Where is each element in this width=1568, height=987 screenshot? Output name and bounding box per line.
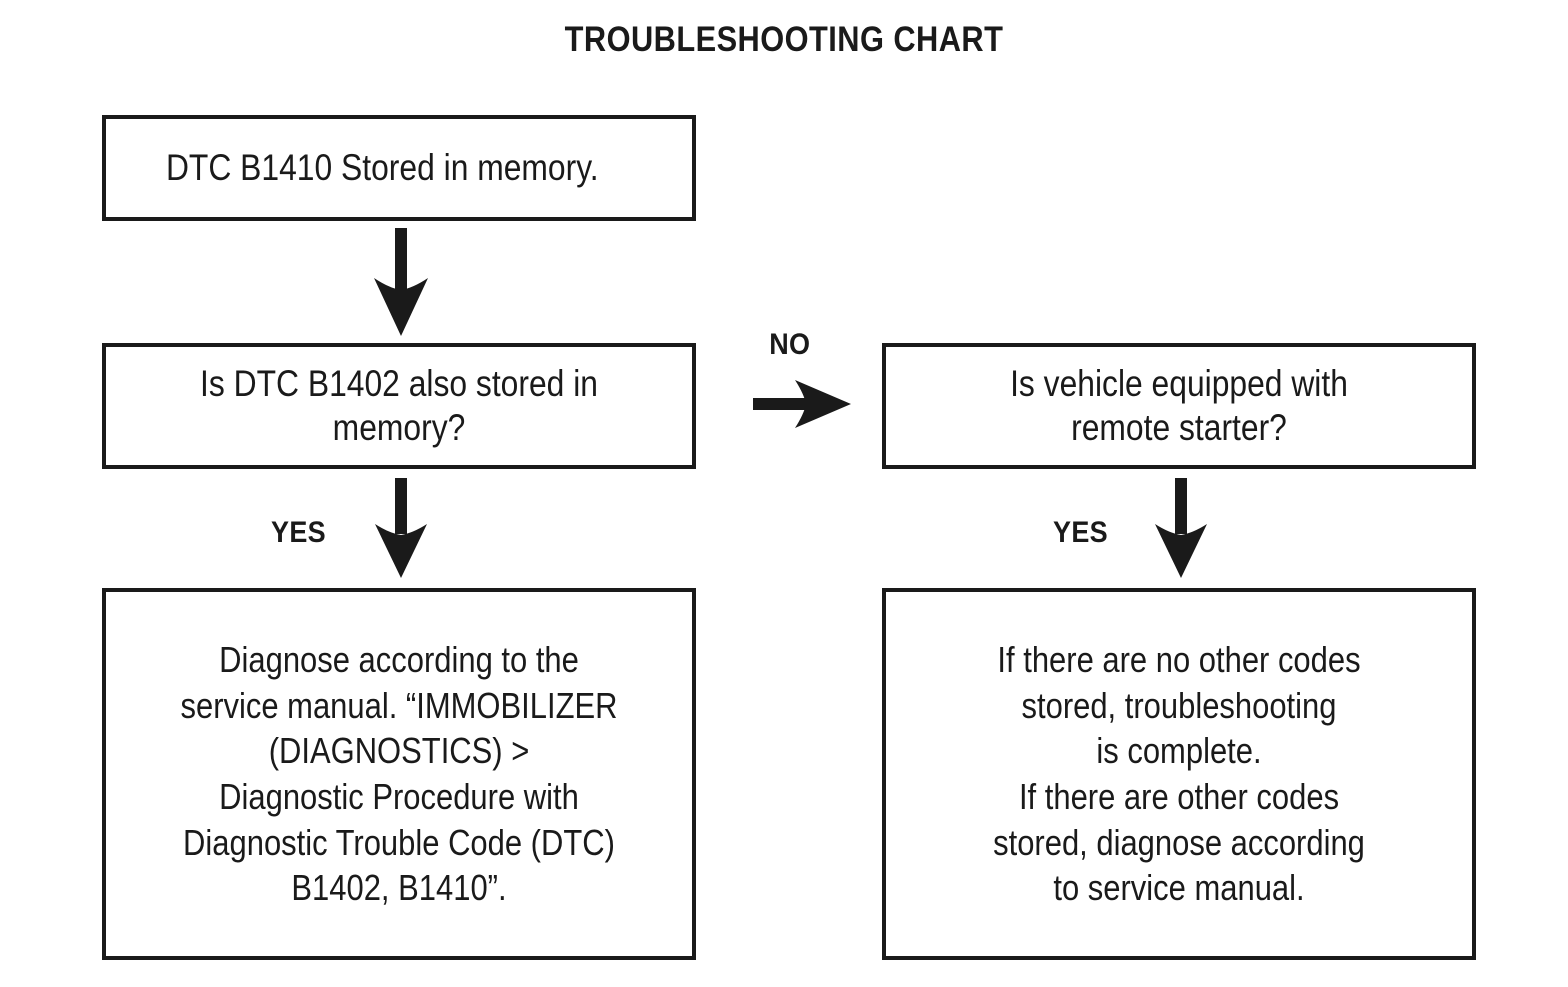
node-label-result-left: Diagnose according to the service manual… [180, 638, 618, 909]
node-question-dtc-b1402-stored: Is DTC B1402 also stored in memory? [102, 343, 696, 469]
node-question-remote-starter: Is vehicle equipped with remote starter? [882, 343, 1476, 469]
node-label-start: DTC B1410 Stored in memory. [165, 146, 599, 188]
node-dtc-b1410-stored: DTC B1410 Stored in memory. [102, 115, 696, 221]
edge-label-yes-right: YES [1053, 516, 1108, 549]
edge-label-no: NO [769, 328, 811, 361]
arrow-down-question2-to-result-right [1146, 478, 1216, 580]
arrow-down-start-to-question1 [366, 228, 436, 338]
node-label-question1: Is DTC B1402 also stored in memory? [200, 362, 598, 448]
node-label-question2: Is vehicle equipped with remote starter? [1010, 362, 1348, 448]
node-result-diagnose-service-manual: Diagnose according to the service manual… [102, 588, 696, 960]
edge-label-yes-left: YES [271, 516, 326, 549]
node-result-other-codes: If there are no other codes stored, trou… [882, 588, 1476, 960]
arrow-right-question1-to-question2 [753, 380, 853, 428]
node-label-result-right: If there are no other codes stored, trou… [993, 638, 1365, 909]
page-title: TROUBLESHOOTING CHART [564, 20, 1004, 59]
arrow-down-question1-to-result-left [366, 478, 436, 580]
